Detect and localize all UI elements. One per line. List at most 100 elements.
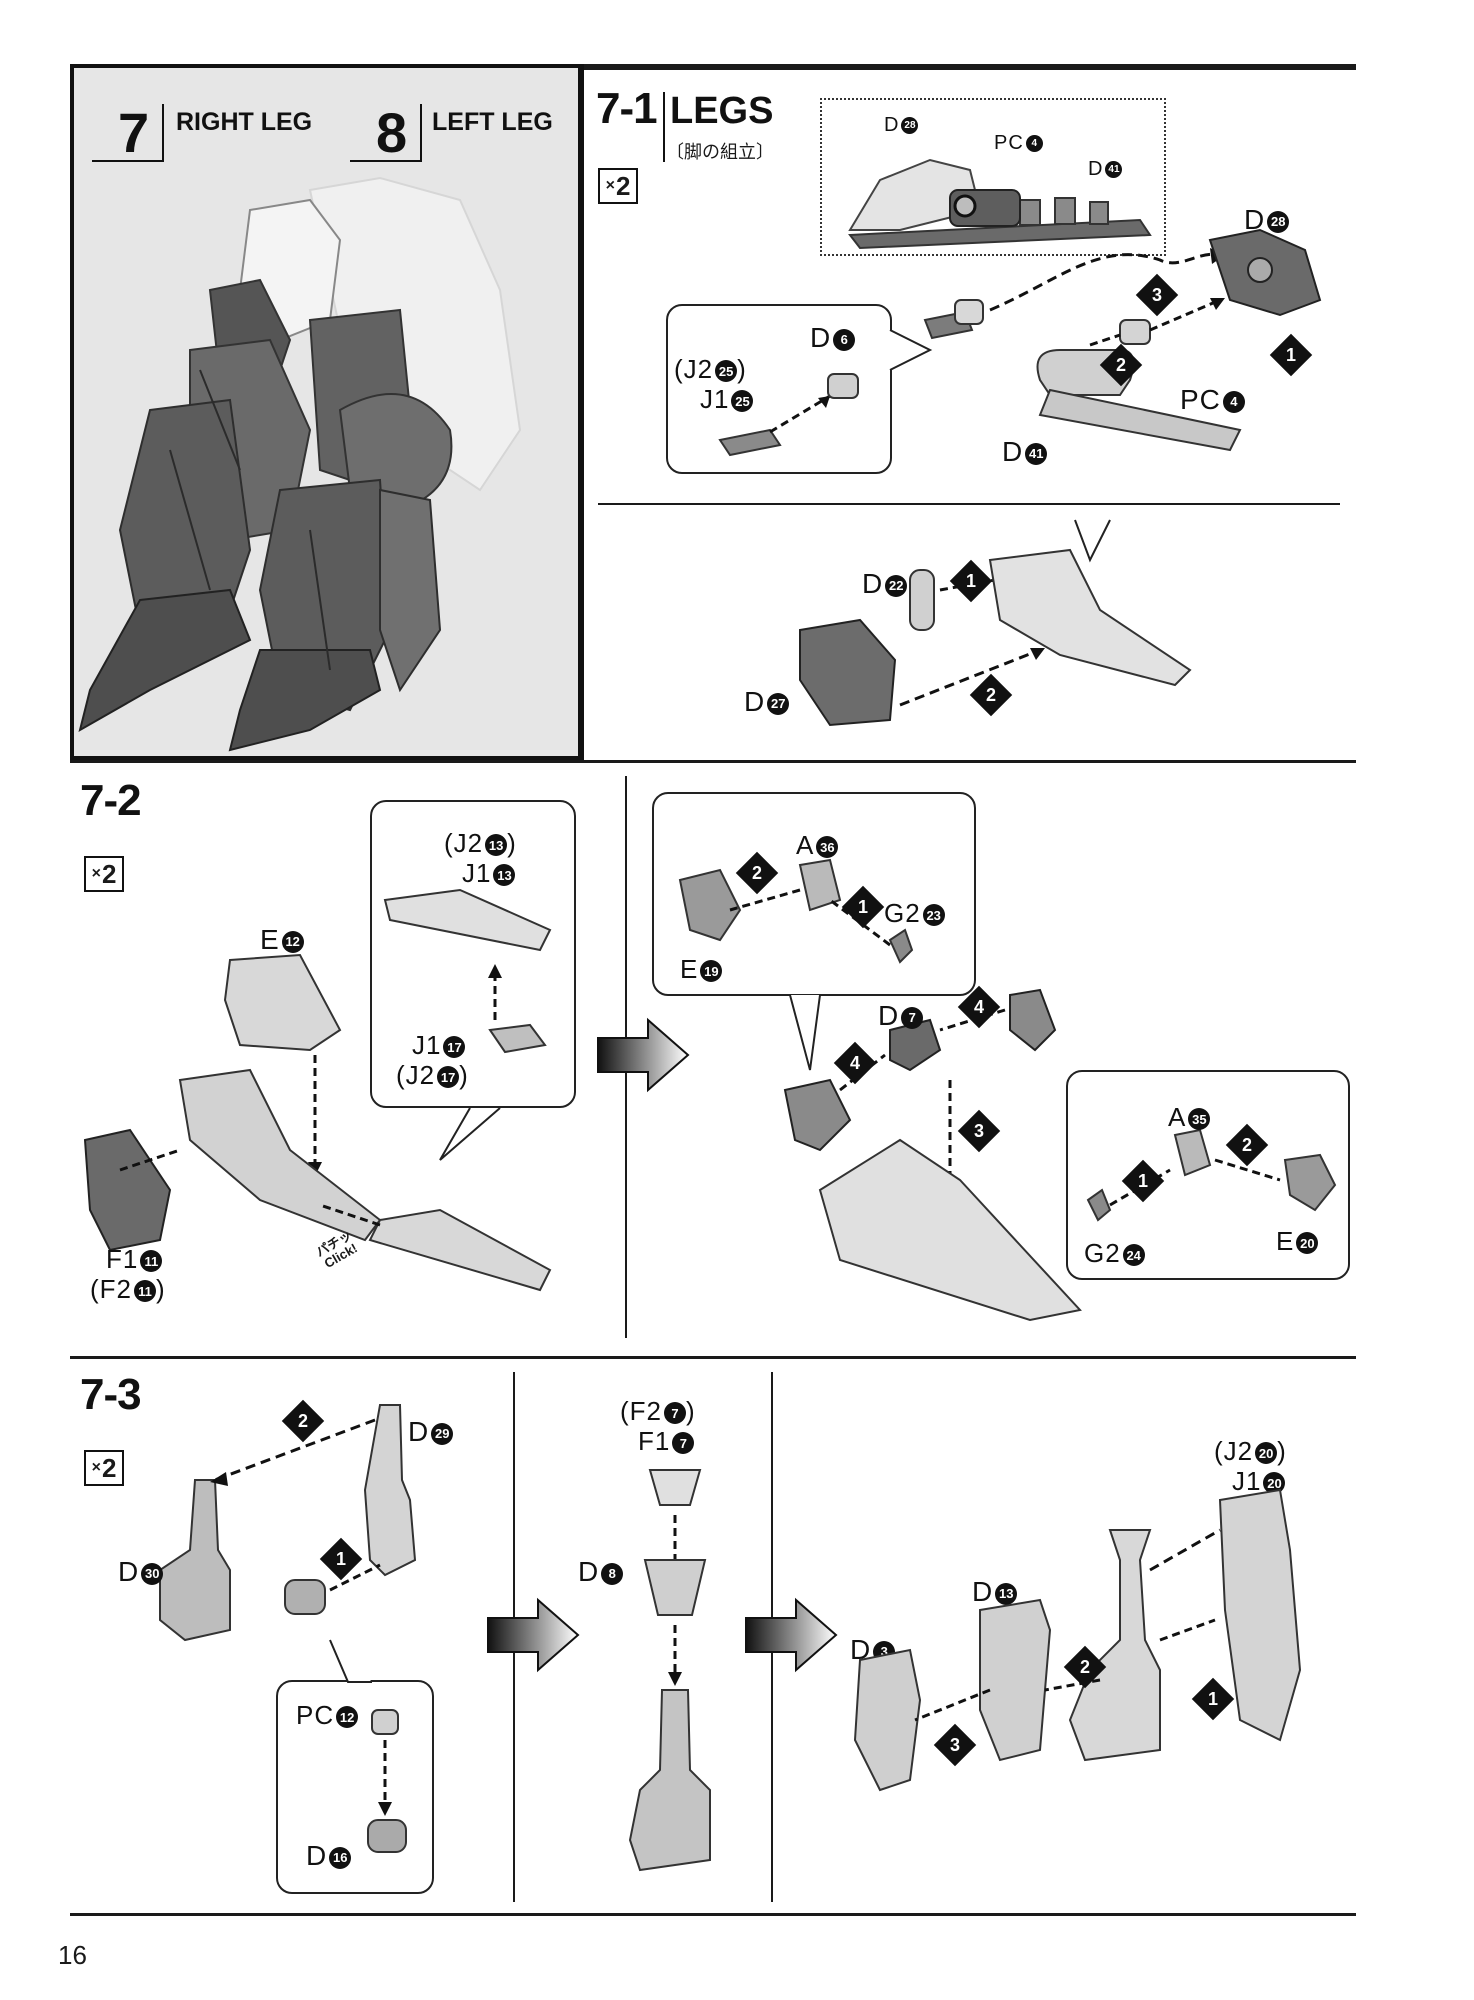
left-shin-side-plate xyxy=(379,488,442,693)
label-text: G2 xyxy=(1084,1238,1121,1268)
part-number-badge: 13 xyxy=(485,834,508,857)
step-7-1-lower-assembly xyxy=(799,519,1192,727)
a35-step-1: 1 xyxy=(1121,1159,1165,1203)
d16-part xyxy=(367,1819,407,1853)
qty-n: 2 xyxy=(101,1452,117,1483)
j1-13-blade xyxy=(383,888,552,952)
e20-part xyxy=(1283,1153,1337,1212)
part-number-badge: 4 xyxy=(1222,390,1245,413)
arrow-1-head xyxy=(1210,298,1225,310)
step-marker-text: 4 xyxy=(973,996,984,1017)
right-leg-label: RIGHT LEG xyxy=(176,108,313,136)
top-rule xyxy=(70,64,1356,70)
d3-part xyxy=(853,1648,922,1792)
qty-x: × xyxy=(91,1459,101,1476)
part-number-badge: 23 xyxy=(922,904,945,927)
detail-inset-box xyxy=(820,98,1166,256)
label-text: (J2 xyxy=(674,354,714,384)
right-foot xyxy=(78,588,252,733)
d29-step-1: 1 xyxy=(319,1537,363,1581)
g2-24-part xyxy=(1086,1188,1112,1222)
arrow-column-to-d13 xyxy=(1044,1678,1101,1692)
part-number-badge: 17 xyxy=(443,1036,466,1059)
label-text: PC xyxy=(296,1700,335,1730)
part-number-badge: 11 xyxy=(134,1280,156,1303)
f1-7-cone xyxy=(648,1469,702,1506)
d7-step-3: 3 xyxy=(957,1109,1001,1153)
part-number-badge: 28 xyxy=(901,117,919,135)
step-7-1-qty-badge: ×2 xyxy=(598,168,638,204)
j1-17-clip xyxy=(488,1023,547,1054)
d30-part xyxy=(159,1479,231,1642)
label-text: J1 xyxy=(1232,1466,1262,1496)
part-number-badge: 17 xyxy=(437,1066,460,1089)
left-foot xyxy=(228,649,382,752)
qty-n: 2 xyxy=(615,170,631,201)
flow-arrow-shape xyxy=(597,1017,690,1093)
flow-arrow-shape xyxy=(487,1597,580,1673)
arrow-d29-head xyxy=(210,1472,228,1486)
part-number-badge: 36 xyxy=(816,836,839,859)
part-number-badge: 28 xyxy=(1267,210,1290,233)
label-text: D xyxy=(118,1556,140,1587)
right-step-3: 3 xyxy=(933,1723,977,1767)
label-text: E xyxy=(260,924,280,955)
flow-arrow-7-3-a xyxy=(487,1597,580,1673)
step-marker-text: 1 xyxy=(1285,344,1296,365)
step-8-number: 8 xyxy=(376,101,408,164)
label-text: J1 xyxy=(462,858,492,888)
step-7-number-rule-v xyxy=(162,104,164,162)
step-marker-text: 3 xyxy=(973,1120,984,1141)
step-7-number-rule xyxy=(92,160,162,162)
step-7-1-assembly xyxy=(923,228,1322,452)
part-number-badge: 7 xyxy=(901,1006,924,1029)
step-7-3-middle-assembly xyxy=(628,1469,711,1872)
e12-part xyxy=(223,953,342,1052)
part-number-badge: 19 xyxy=(700,960,723,983)
step-8-number-rule-v xyxy=(420,104,422,162)
label-text: E xyxy=(680,954,699,984)
d41-base-plate xyxy=(848,218,1152,250)
arrow-2-path xyxy=(1089,333,1121,347)
part-number-badge: 20 xyxy=(1255,1442,1278,1465)
label-text: (F2 xyxy=(90,1274,132,1304)
label-text: (J2 xyxy=(1214,1436,1254,1466)
arrow-heel xyxy=(319,1203,381,1227)
d6-joint-cap xyxy=(954,299,984,325)
part-number-badge: 16 xyxy=(329,1846,352,1869)
callout-tail xyxy=(439,1107,501,1161)
lower-pointer xyxy=(1074,519,1111,563)
section-7-2-bottom-rule xyxy=(70,1356,1356,1359)
part-number-badge: 20 xyxy=(1296,1232,1319,1255)
step-7-2-number: 7-2 xyxy=(80,776,142,825)
callout-tail-pc12 xyxy=(329,1639,372,1683)
step-marker-text: 3 xyxy=(949,1734,960,1755)
left-leg-label: LEFT LEG xyxy=(432,108,553,136)
arrow-f1 xyxy=(119,1148,181,1172)
step-marker-text: 2 xyxy=(1115,354,1126,375)
section-7-1-bottom-rule xyxy=(70,760,1356,763)
d7-step-4-right: 4 xyxy=(957,985,1001,1029)
d28-hole xyxy=(1247,257,1273,283)
g2-23-part xyxy=(888,928,914,964)
d13-part xyxy=(979,1598,1052,1762)
f1-11-part xyxy=(83,1128,172,1252)
step-marker-2: 2 xyxy=(1099,343,1143,387)
pc12-d16-joint xyxy=(284,1579,326,1615)
part-number-badge: 13 xyxy=(493,864,516,887)
step-7-3-right-assembly xyxy=(853,1488,1302,1792)
arrow-up-head xyxy=(488,964,502,978)
pc4-ring xyxy=(953,194,977,218)
part-number-badge: 6 xyxy=(833,328,856,351)
step-marker-text: 1 xyxy=(335,1548,346,1569)
callout-j1-parts-illustration xyxy=(383,888,552,1161)
